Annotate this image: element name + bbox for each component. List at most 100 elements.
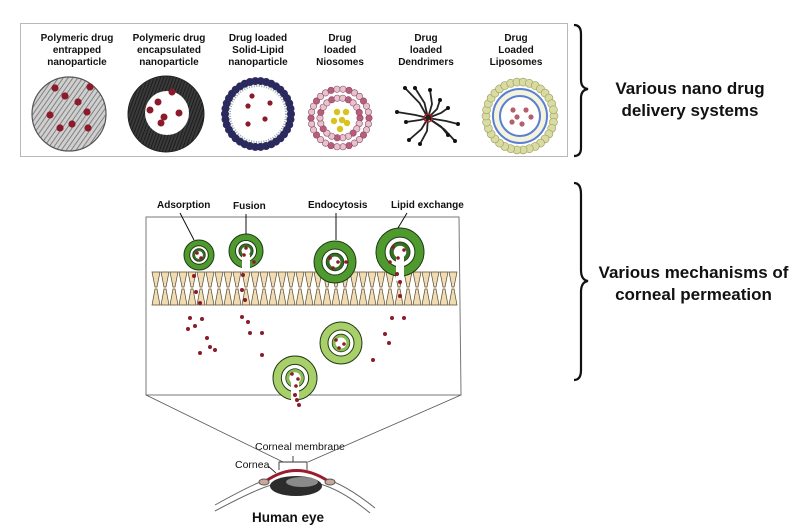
np-liposomes bbox=[481, 77, 559, 155]
drug-dot bbox=[51, 84, 59, 92]
drug-dot bbox=[396, 256, 400, 260]
surfactant-head bbox=[312, 97, 320, 105]
drug-dot bbox=[188, 316, 192, 320]
dendrimer-end bbox=[438, 98, 442, 102]
drug-dot bbox=[84, 124, 92, 132]
lipid-upper bbox=[349, 271, 359, 288]
drug-dot bbox=[371, 358, 375, 362]
lipid-upper bbox=[160, 271, 170, 288]
drug-dot bbox=[160, 113, 168, 121]
drug-dot bbox=[175, 109, 183, 117]
label-lipid-exchange: Lipid exchange bbox=[391, 200, 464, 211]
human-eye-title: Human eye bbox=[252, 510, 325, 525]
cornea-arc bbox=[265, 469, 329, 483]
brace-top bbox=[573, 23, 589, 158]
drug-dot bbox=[260, 331, 264, 335]
drug-dot bbox=[83, 108, 91, 116]
drug-dot bbox=[260, 353, 264, 357]
dendrimer-branch bbox=[427, 89, 433, 119]
lipid-lower bbox=[151, 288, 161, 306]
drug-dot bbox=[245, 103, 251, 109]
drug-dot bbox=[337, 346, 341, 350]
drug-dot bbox=[338, 116, 346, 124]
surfactant-head bbox=[321, 139, 329, 147]
drug-dot bbox=[295, 398, 299, 402]
lipid-upper bbox=[430, 271, 440, 288]
surfactant-head bbox=[309, 126, 317, 134]
lipid-lower bbox=[403, 288, 413, 306]
surfactant-head bbox=[365, 114, 373, 122]
lipid-upper bbox=[421, 271, 431, 288]
dendrimer-end bbox=[456, 122, 460, 126]
surfactant-head bbox=[362, 126, 370, 134]
lipid-lower bbox=[232, 288, 242, 306]
lipid-lower bbox=[439, 288, 449, 306]
label-pointer bbox=[397, 212, 408, 229]
drug-dot bbox=[168, 88, 176, 96]
drug-dot bbox=[245, 121, 251, 127]
nano-systems-panel bbox=[20, 23, 568, 157]
drug-dot bbox=[193, 324, 197, 328]
dendrimer-end bbox=[446, 106, 450, 110]
dendrimer-end bbox=[453, 139, 457, 143]
drug-dot bbox=[213, 348, 217, 352]
lipid-upper bbox=[178, 271, 188, 288]
lipid-lower bbox=[187, 288, 197, 306]
lipid-upper bbox=[214, 271, 224, 288]
lipid-upper bbox=[358, 271, 368, 288]
lipid-upper bbox=[169, 271, 179, 288]
surfactant-head bbox=[333, 85, 341, 93]
drug-dot bbox=[240, 288, 244, 292]
lipid-upper bbox=[367, 271, 377, 288]
lipid-upper bbox=[439, 271, 449, 288]
label-endocytosis: Endocytosis bbox=[308, 200, 368, 211]
np-polymeric-encapsulated bbox=[127, 75, 205, 153]
np-solid-lipid bbox=[221, 77, 295, 151]
lipid-lower bbox=[358, 288, 368, 306]
lipid-lower bbox=[259, 288, 269, 306]
iris-right bbox=[324, 478, 336, 486]
surfactant-head bbox=[350, 89, 358, 97]
np-dendrimers bbox=[395, 86, 460, 146]
surfactant-head bbox=[364, 120, 372, 128]
label-adsorption: Adsorption bbox=[157, 200, 211, 211]
lipid-lower bbox=[322, 288, 332, 306]
surfactant-head bbox=[309, 102, 317, 110]
drug-dot bbox=[195, 251, 199, 255]
lipid-upper bbox=[277, 271, 287, 288]
drug-dot bbox=[342, 108, 350, 116]
dendrimer-end bbox=[403, 86, 407, 90]
lipid-lower bbox=[412, 288, 422, 306]
surfactant-head bbox=[339, 85, 347, 93]
drug-dot bbox=[200, 317, 204, 321]
lipid-lower bbox=[205, 288, 215, 306]
drug-dot bbox=[383, 332, 387, 336]
lipid-lower bbox=[277, 288, 287, 306]
drug-dot bbox=[510, 107, 516, 113]
drug-dot bbox=[296, 377, 300, 381]
lipid-upper bbox=[259, 271, 269, 288]
drug-dot bbox=[514, 114, 520, 120]
label-niosomes: Drug loaded Niosomes bbox=[316, 33, 364, 68]
np-niosomes bbox=[307, 85, 373, 151]
vesicle-internalized bbox=[319, 321, 363, 365]
np-polymeric-entrapped bbox=[31, 76, 107, 152]
lipid-lower bbox=[313, 288, 323, 306]
lipid-upper bbox=[295, 271, 305, 288]
surfactant-head bbox=[362, 102, 370, 110]
vesicle-fusion bbox=[228, 233, 264, 272]
vesicle-releasing bbox=[272, 355, 318, 405]
surfactant-head bbox=[308, 108, 316, 116]
drug-dot bbox=[244, 246, 248, 250]
lipid-lower bbox=[250, 288, 260, 306]
drug-dot bbox=[509, 119, 515, 125]
drug-dot bbox=[246, 320, 250, 324]
drug-dot bbox=[528, 114, 534, 120]
dendrimer-end bbox=[407, 138, 411, 142]
drug-dot bbox=[46, 111, 54, 119]
lipid-lower bbox=[430, 288, 440, 306]
surfactant-head bbox=[359, 131, 367, 139]
permeation-label: Various mechanisms of corneal permeation bbox=[598, 263, 789, 304]
surfactant-head bbox=[339, 143, 347, 151]
lipid-lower bbox=[376, 288, 386, 306]
